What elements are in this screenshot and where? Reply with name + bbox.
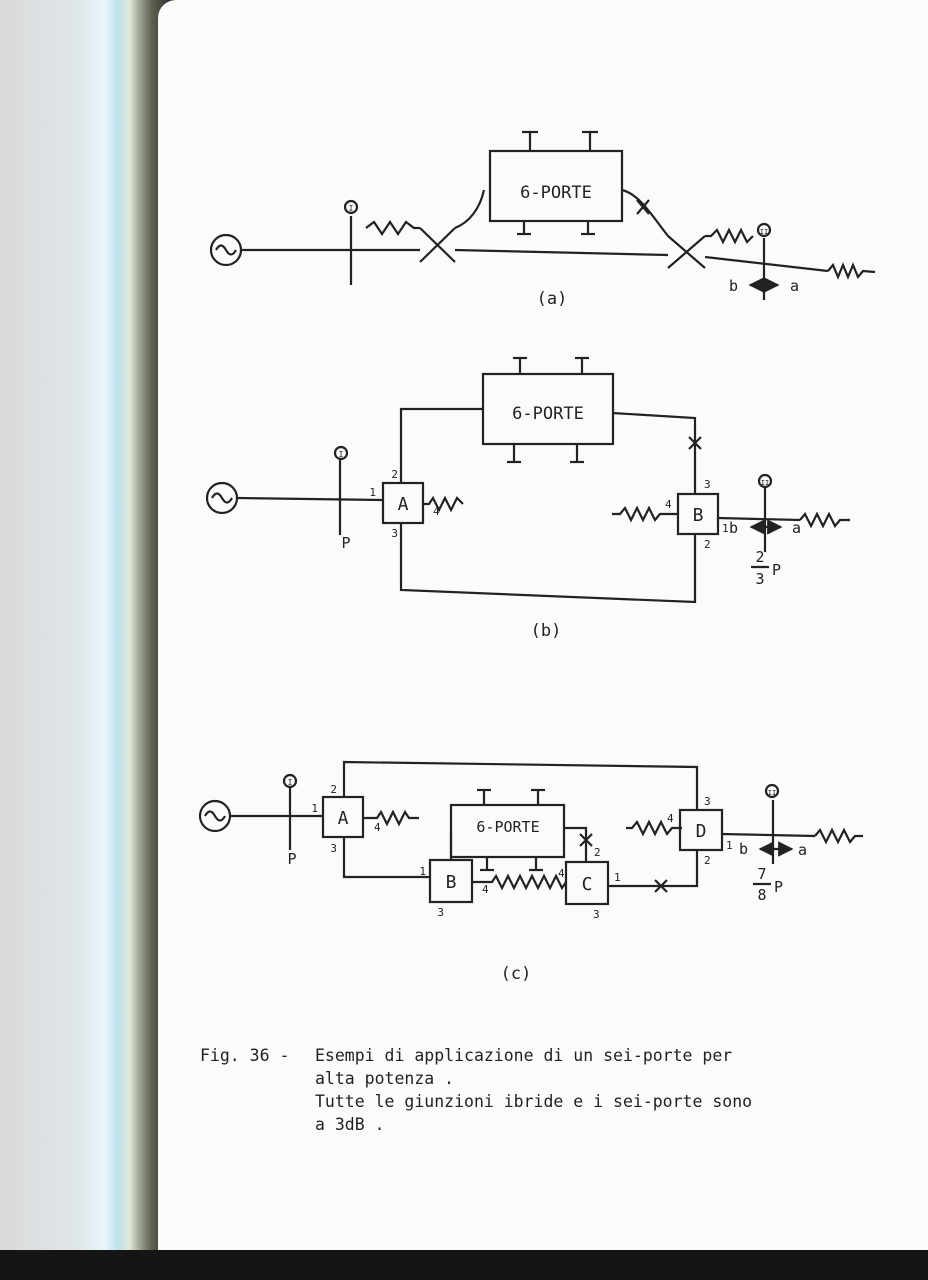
load-resistor	[423, 495, 464, 513]
six-port-label: 6-PORTE	[520, 183, 592, 203]
hybrid-a-label: A	[338, 808, 349, 829]
hybrid-c-box	[564, 860, 610, 906]
direction-a-label: a	[798, 841, 807, 859]
port-1-label: 1	[722, 522, 729, 535]
generator-icon	[198, 799, 232, 833]
termination-resistor	[799, 511, 850, 529]
power-p-label: P	[341, 534, 350, 552]
hybrid-a-box	[381, 481, 425, 525]
power-p-label: P	[287, 850, 296, 868]
marker-ii-label: II	[761, 479, 769, 487]
fraction-numerator: 7	[757, 865, 766, 883]
hybrid-a-label: A	[398, 494, 409, 515]
direction-b-label: b	[739, 840, 748, 858]
direction-b-label: b	[729, 277, 738, 295]
load-resistor	[705, 227, 754, 245]
six-port-box	[449, 803, 566, 859]
port-4-label: 4	[667, 812, 674, 825]
six-port-box	[481, 372, 615, 446]
caption-line: alta potenza .	[315, 1069, 455, 1088]
port-4-label: 4	[558, 867, 565, 880]
port-4-label: 4	[665, 498, 672, 511]
hybrid-d-label: D	[696, 821, 707, 842]
hybrid-b-label: B	[446, 872, 457, 893]
port-2-label: 2	[391, 468, 398, 481]
port-3-label: 3	[437, 906, 444, 919]
port-1-label: 1	[614, 871, 621, 884]
power-p-label: P	[774, 878, 783, 896]
subfigure-c-label: (c)	[501, 964, 532, 984]
load-resistor	[365, 220, 420, 236]
port-4-label: 4	[482, 883, 489, 896]
caption-line: Tutte le giunzioni ibride e i sei-porte …	[315, 1092, 753, 1111]
port-2-label: 2	[704, 538, 711, 551]
port-3-label: 3	[593, 908, 600, 921]
power-p-label: P	[772, 561, 781, 579]
scanner-bed	[0, 1250, 928, 1280]
caption-line: a 3dB .	[315, 1115, 385, 1134]
termination-resistor	[814, 827, 863, 845]
direction-a-label: a	[792, 519, 801, 537]
subfigure-b-label: (b)	[531, 621, 562, 641]
port-3-label: 3	[330, 842, 337, 855]
fraction-numerator: 2	[755, 548, 764, 566]
port-3-label: 3	[391, 527, 398, 540]
caption-line: Esempi di applicazione di un sei-porte p…	[315, 1046, 733, 1065]
diagram-c: I P A 1 2 3 4 6-PORTE B 1 3 4 C 4	[198, 760, 863, 984]
six-port-label: 6-PORTE	[512, 404, 584, 424]
hybrid-b-label: B	[693, 505, 704, 526]
load-resistor	[626, 819, 682, 837]
port-1-label: 1	[419, 865, 426, 878]
marker-ii-label: II	[760, 228, 768, 236]
fraction-denominator: 3	[755, 570, 764, 588]
diagram-b: I P A 1 2 3 4 6-PORTE B 3 4 1 2 II	[205, 356, 850, 641]
hybrid-c-label: C	[582, 874, 593, 895]
marker-i-label: I	[349, 204, 354, 213]
port-4-label: 4	[433, 505, 440, 518]
port-2-label: 2	[330, 783, 337, 796]
port-2-label: 2	[704, 854, 711, 867]
generator-icon	[209, 233, 243, 267]
termination-resistor	[827, 262, 876, 280]
six-port-box	[488, 149, 624, 223]
port-3-label: 3	[704, 795, 711, 808]
marker-ii-label: II	[768, 789, 776, 797]
six-port-label: 6-PORTE	[476, 818, 539, 836]
marker-i-label: I	[339, 450, 344, 459]
direction-b-label: b	[729, 519, 738, 537]
port-4-label: 4	[374, 821, 381, 834]
series-resistor	[472, 873, 580, 891]
port-2-label: 2	[594, 846, 601, 859]
port-1-label: 1	[311, 802, 318, 815]
port-1-label: 1	[369, 486, 376, 499]
load-resistor	[363, 809, 419, 827]
diagram-a: I 6-PORTE II b a (a)	[209, 130, 876, 309]
caption-figure-label: Fig. 36 -	[200, 1046, 290, 1065]
generator-icon	[205, 481, 239, 515]
port-1-label: 1	[726, 839, 733, 852]
fraction-denominator: 8	[757, 886, 766, 904]
marker-i-label: I	[288, 778, 293, 787]
hybrid-d-box	[678, 808, 724, 852]
subfigure-a-label: (a)	[537, 289, 568, 309]
port-3-label: 3	[704, 478, 711, 491]
load-resistor	[612, 505, 678, 523]
direction-a-label: a	[790, 277, 799, 295]
